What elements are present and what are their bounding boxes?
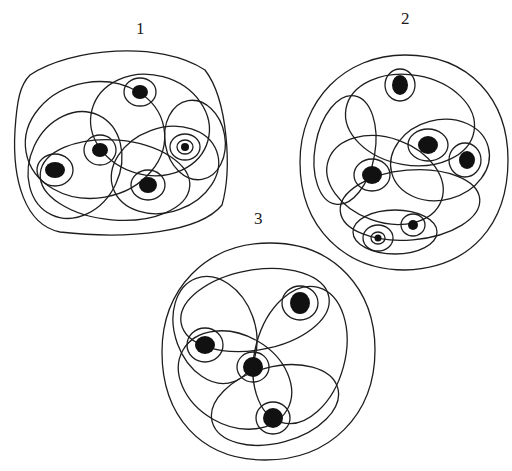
figure-two-dots (362, 75, 475, 242)
figure-three-dots (195, 292, 310, 428)
figure-number: 3 (254, 210, 263, 227)
figure-one-dots (45, 85, 189, 193)
figure-two (300, 55, 508, 270)
figure-number: 2 (401, 10, 410, 27)
figure-one (11, 51, 232, 235)
figure-number: 1 (136, 20, 145, 37)
figure-three (159, 243, 375, 460)
